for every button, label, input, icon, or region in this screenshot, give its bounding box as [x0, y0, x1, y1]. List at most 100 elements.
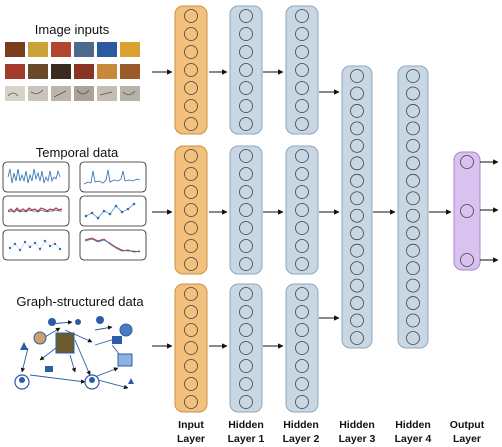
- graph-node: [75, 319, 81, 325]
- neuron: [460, 204, 474, 218]
- graph-node: [119, 323, 133, 337]
- layer-label-output-2: Layer: [453, 433, 481, 445]
- neuron: [239, 287, 253, 301]
- neuron: [295, 45, 309, 59]
- layer-labels: Input Layer Hidden Layer 1 Hidden Layer …: [177, 419, 485, 445]
- output-layer-block: [453, 151, 481, 271]
- thumbnail: [28, 42, 48, 57]
- neuron: [239, 99, 253, 113]
- thumbnail: [51, 64, 71, 79]
- neuron: [184, 341, 198, 355]
- neuron: [184, 45, 198, 59]
- temporal-data-title: Temporal data: [36, 145, 119, 160]
- input-layer-block: [174, 5, 208, 135]
- neuron: [406, 191, 420, 206]
- time-series-panel: [79, 161, 147, 193]
- neuron: [406, 313, 420, 328]
- neuron: [406, 104, 420, 118]
- input-layer-block: [174, 283, 208, 413]
- thumbnail: [74, 42, 94, 57]
- graph-node: [33, 331, 47, 345]
- graph-node: [48, 318, 56, 326]
- neuron: [239, 221, 253, 235]
- layer-arrows: [209, 69, 499, 349]
- neuron: [406, 226, 420, 241]
- layer-label-input-1: Input: [178, 419, 204, 431]
- neuron: [184, 377, 198, 391]
- hidden-layer-1-block: [229, 283, 263, 413]
- neuron: [460, 253, 474, 267]
- neuron: [184, 359, 198, 373]
- graph-node: [45, 366, 53, 372]
- neuron: [350, 86, 364, 101]
- neuron: [350, 296, 364, 310]
- neuron: [295, 257, 309, 271]
- neuron: [406, 208, 420, 223]
- neuron: [184, 117, 198, 131]
- neuron: [184, 63, 198, 77]
- neuron: [239, 45, 253, 59]
- layer-label-hidden1-2: Layer 1: [228, 433, 265, 445]
- neuron: [184, 185, 198, 199]
- input-arrows: [152, 69, 173, 349]
- neuron: [350, 313, 364, 328]
- neuron: [184, 395, 198, 409]
- graph-node: [117, 353, 133, 367]
- neuron: [350, 138, 364, 153]
- neuron: [184, 203, 198, 217]
- hidden-layer-2-block: [285, 145, 319, 275]
- thumbnail: [5, 42, 25, 57]
- layer-label-hidden3-2: Layer 3: [339, 433, 376, 445]
- neuron: [295, 395, 309, 409]
- neuron: [295, 9, 309, 23]
- hidden-layer-2-block: [285, 283, 319, 413]
- network-layers: [174, 5, 481, 413]
- neuron: [406, 261, 420, 276]
- neuron: [239, 239, 253, 253]
- neuron: [239, 395, 253, 409]
- thumbnail: [5, 64, 25, 79]
- hidden-layer-4-block: [397, 65, 429, 349]
- neuron: [295, 239, 309, 253]
- neuron: [295, 27, 309, 41]
- neuron: [184, 305, 198, 319]
- thumbnail: [74, 64, 94, 79]
- neuron: [350, 191, 364, 206]
- image-inputs-title: Image inputs: [35, 22, 110, 37]
- neuron: [184, 149, 198, 163]
- neuron: [350, 226, 364, 241]
- neuron: [184, 221, 198, 235]
- layer-label-input-2: Layer: [177, 433, 205, 445]
- neuron: [184, 9, 198, 23]
- neuron: [350, 261, 364, 276]
- neuron: [350, 331, 364, 345]
- neuron: [406, 121, 420, 136]
- neuron: [239, 359, 253, 373]
- neuron: [295, 221, 309, 235]
- input-layer-block: [174, 145, 208, 275]
- neuron: [295, 377, 309, 391]
- graph-node: [112, 336, 122, 344]
- neuron: [239, 257, 253, 271]
- neuron: [295, 81, 309, 95]
- neuron: [350, 104, 364, 118]
- temporal-panels: [2, 161, 147, 261]
- graph-node: [55, 332, 75, 354]
- neuron: [406, 86, 420, 101]
- neuron: [239, 167, 253, 181]
- neuron: [406, 173, 420, 188]
- neuron: [295, 99, 309, 113]
- thumbnail: [120, 64, 140, 79]
- hidden-layer-1-block: [229, 145, 263, 275]
- neuron: [350, 278, 364, 293]
- neuron: [184, 287, 198, 301]
- neuron: [295, 287, 309, 301]
- graph-node: [20, 342, 28, 350]
- neuron: [350, 173, 364, 188]
- neuron: [350, 156, 364, 171]
- neuron: [350, 121, 364, 136]
- thumbnail: [28, 64, 48, 79]
- layer-label-hidden2-2: Layer 2: [283, 433, 320, 445]
- thumbnail: [120, 42, 140, 57]
